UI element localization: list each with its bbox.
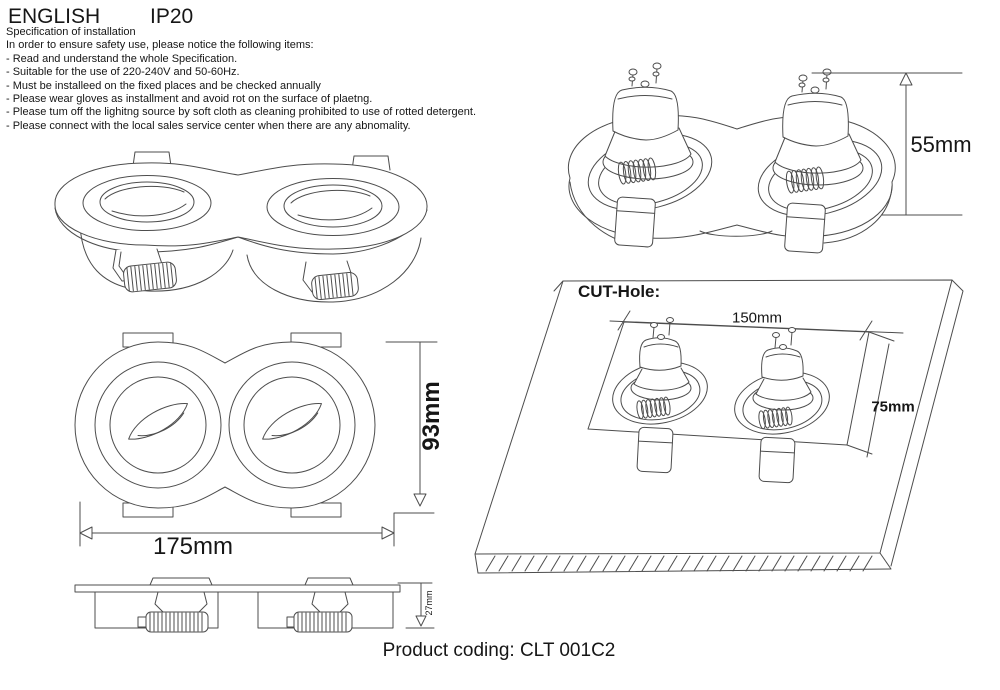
spec-item: - Please connect with the local sales se… [6, 119, 411, 132]
spec-item: - Please wear gloves as installment and … [6, 93, 373, 106]
cut-hole-title: CUT-Hole: [578, 282, 661, 301]
dimension-label-cut-width: 75mm [871, 398, 915, 416]
cut-hole-panel-view [474, 279, 964, 574]
spec-title: Specification of installation [6, 26, 136, 38]
installed-perspective-view [567, 62, 963, 254]
dimension-label-plate-width: 93mm [418, 381, 445, 451]
dimension-label-recess-depth: 27mm [424, 590, 434, 616]
spec-item: - Must be installeed on the fixed places… [6, 79, 321, 92]
fixture-perspective-view [54, 151, 428, 303]
dimension-label-plate-length: 175mm [152, 533, 234, 560]
language-label: ENGLISH [8, 5, 101, 28]
fixture-side-view [74, 577, 435, 633]
spec-item: - Read and understand the whole Specific… [6, 52, 238, 65]
spec-item: - Suitable for the use of 220-240V and 5… [6, 66, 240, 79]
dimension-label-cut-length: 150mm [731, 309, 783, 327]
dimension-label-height: 55mm [910, 132, 972, 157]
spec-item: - Please tum off the lighitng source by … [6, 106, 477, 119]
ip-rating-label: IP20 [150, 5, 194, 28]
product-coding: Product coding: CLT 001C2 [382, 640, 616, 661]
spec-intro: In order to ensure safety use, please no… [6, 39, 314, 52]
fixture-top-view [74, 332, 438, 547]
specification-text-block: Specification of installation In order t… [6, 26, 476, 133]
